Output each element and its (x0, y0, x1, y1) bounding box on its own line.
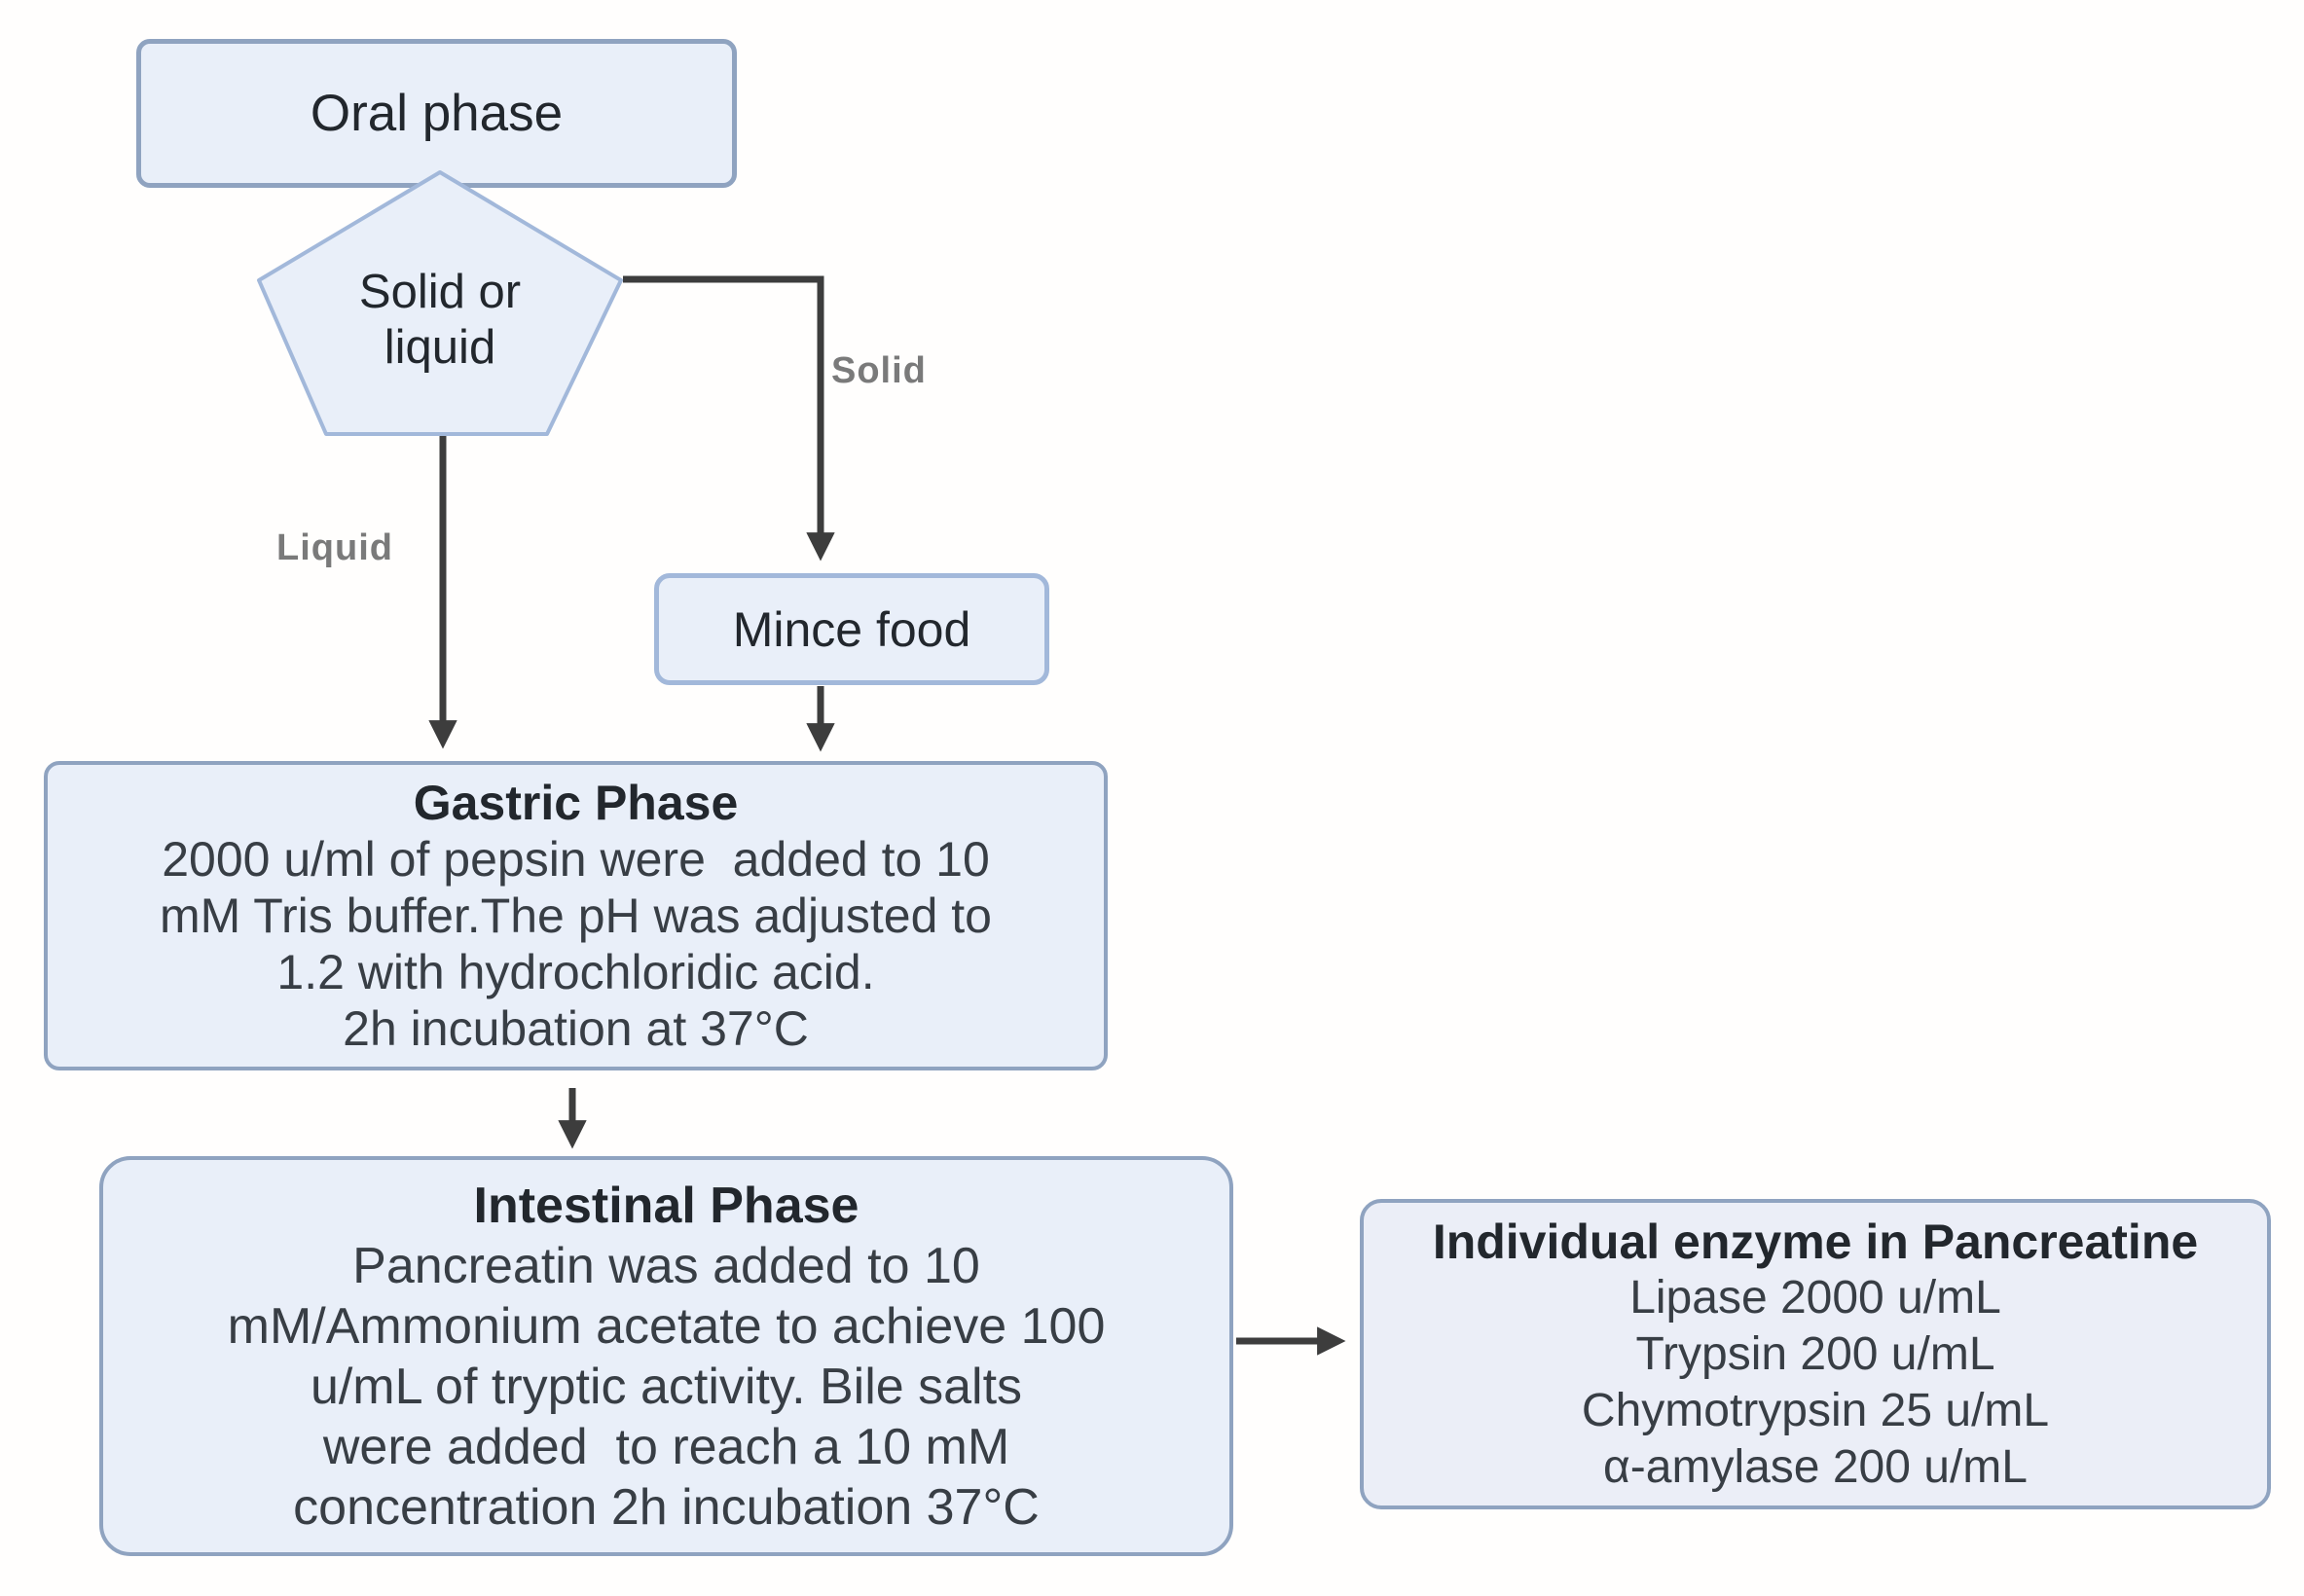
pancreatine-enzyme-line: Chymotrypsin 25 u/mL (1581, 1384, 2050, 1436)
gastric-phase-line: mM Tris buffer.The pH was adjusted to (159, 889, 992, 943)
decision-label-line2: liquid (384, 321, 496, 374)
intestinal-phase-line: concentration 2h incubation 37°C (293, 1478, 1040, 1536)
intestinal-phase-line: Pancreatin was added to 10 (352, 1237, 980, 1294)
arrow-solid (623, 275, 835, 562)
decision-pentagon: Solid or liquid (255, 169, 625, 438)
gastric-phase-line: 2000 u/ml of pepsin were added to 10 (162, 832, 990, 887)
intestinal-phase-line: mM/Ammonium acetate to achieve 100 (227, 1297, 1106, 1355)
pancreatine-enzymes-box: Individual enzyme in Pancreatine Lipase … (1360, 1199, 2271, 1509)
intestinal-phase-line: u/mL of tryptic activity. Bile salts (310, 1358, 1023, 1415)
pancreatine-enzyme-line: Lipase 2000 u/mL (1629, 1271, 2001, 1324)
gastric-phase-title: Gastric Phase (413, 776, 739, 830)
decision-label: Solid or liquid (255, 169, 625, 438)
oral-phase-box: Oral phase (136, 39, 737, 188)
gastric-phase-line: 2h incubation at 37°C (343, 1001, 809, 1056)
intestinal-phase-box: Intestinal Phase Pancreatin was added to… (99, 1156, 1233, 1556)
pancreatine-enzymes-title: Individual enzyme in Pancreatine (1432, 1214, 2199, 1269)
intestinal-phase-title: Intestinal Phase (473, 1177, 859, 1234)
pancreatine-enzyme-line: Trypsin 200 u/mL (1635, 1327, 1995, 1380)
solid-edge-label: Solid (831, 350, 927, 391)
liquid-edge-label: Liquid (276, 527, 393, 568)
mince-food-label: Mince food (732, 601, 971, 657)
gastric-phase-line: 1.2 with hydrochloridic acid. (276, 945, 875, 999)
gastric-phase-box: Gastric Phase 2000 u/ml of pepsin were a… (44, 761, 1108, 1070)
mince-food-box: Mince food (654, 573, 1049, 685)
pentagon-shape (257, 170, 623, 436)
oral-phase-label: Oral phase (310, 85, 564, 142)
intestinal-phase-line: were added to reach a 10 mM (322, 1418, 1010, 1475)
decision-label-line1: Solid or (358, 266, 522, 318)
pancreatine-enzyme-line: α-amylase 200 u/mL (1603, 1440, 2028, 1493)
